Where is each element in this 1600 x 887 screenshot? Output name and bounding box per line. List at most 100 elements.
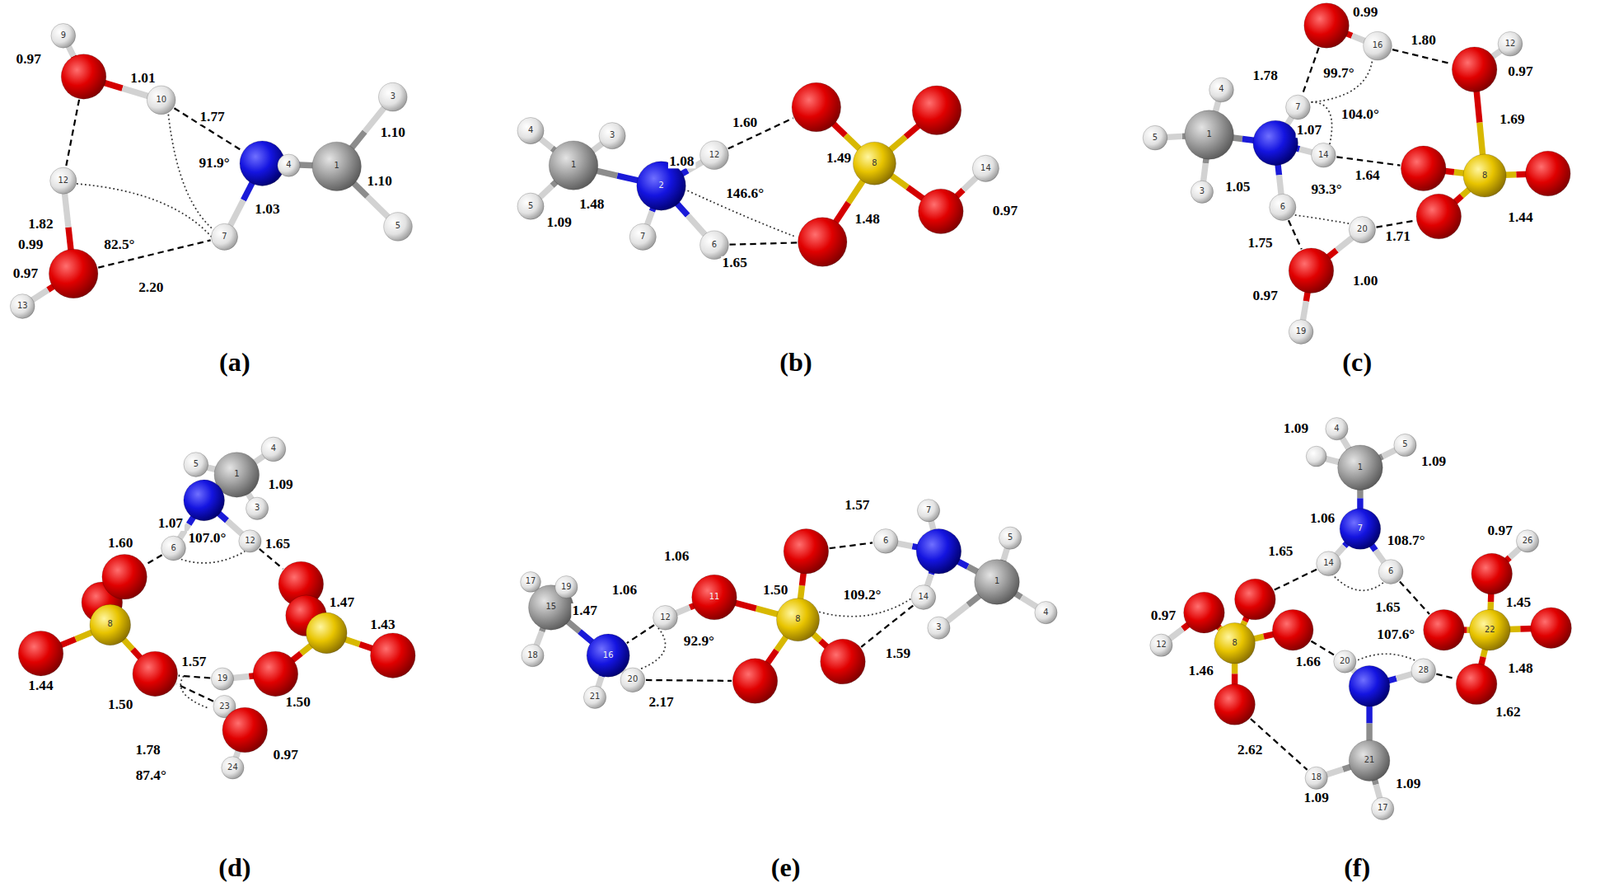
atom	[918, 188, 964, 234]
bond-length-label: 1.07	[1295, 123, 1324, 138]
atom-number: 5	[395, 222, 401, 231]
bond-length-label: 1.77	[198, 110, 226, 125]
atom	[820, 638, 866, 684]
atom-number: 8	[871, 159, 877, 168]
atom-number: 19	[1295, 327, 1307, 337]
atom	[50, 167, 77, 194]
hydrogen-bond	[645, 678, 732, 682]
atom	[1288, 247, 1334, 293]
panel-label: (c)	[1342, 349, 1372, 376]
atom	[972, 154, 999, 182]
bond-length-label: 1.47	[570, 603, 599, 618]
atom	[102, 554, 147, 599]
atom	[9, 294, 35, 319]
bond-length-label: 91.9°	[197, 155, 231, 170]
bond-length-label: 1.09	[545, 215, 573, 230]
atom	[1530, 607, 1572, 649]
atom-number: 21	[589, 692, 601, 702]
atom	[245, 496, 268, 520]
atom-number: 4	[528, 126, 534, 136]
atom-number: 12	[709, 150, 721, 160]
atom	[48, 248, 98, 298]
angle-arc	[640, 627, 666, 670]
atom	[583, 685, 606, 708]
atom	[1463, 154, 1507, 197]
atom	[791, 82, 841, 131]
bond-length-label: 1.05	[1224, 179, 1252, 194]
atom	[1378, 559, 1404, 585]
atom-number: 4	[1333, 424, 1339, 433]
atom-number: 18	[527, 650, 539, 660]
bond-length-label: 1.08	[668, 154, 696, 169]
bond-length-label: 1.57	[180, 654, 208, 669]
atom-number: 4	[285, 161, 291, 170]
atom	[1348, 216, 1376, 244]
atom	[1288, 319, 1314, 345]
atom-number: 1	[1206, 130, 1212, 140]
atom-number: 4	[271, 444, 277, 454]
atom	[261, 436, 286, 462]
atom-number: 16	[603, 650, 614, 660]
atom	[916, 499, 940, 522]
atom-number: 7	[640, 232, 646, 241]
hydrogen-bond	[173, 107, 243, 151]
atom	[653, 604, 679, 630]
atom	[383, 212, 413, 242]
bond-length-label: 1.49	[825, 150, 853, 165]
atom-number: 12	[1155, 640, 1167, 650]
atom	[548, 140, 598, 190]
bond-length-label: 1.03	[253, 201, 281, 216]
atom	[1269, 193, 1296, 220]
atom-number: 6	[170, 543, 176, 553]
atom	[873, 528, 899, 554]
atom	[238, 529, 262, 553]
atom-number: 8	[1231, 638, 1237, 647]
atom-number: 6	[711, 240, 717, 249]
atom	[911, 584, 936, 610]
hydrogen-bond	[145, 554, 163, 565]
atom	[776, 598, 820, 641]
bond-length-label: 107.6°	[1375, 627, 1416, 642]
atom	[1497, 31, 1523, 57]
atom	[60, 54, 106, 99]
bond-length-label: 87.4°	[134, 768, 168, 783]
bond-length-label: 1.50	[762, 582, 790, 597]
atom	[1190, 180, 1213, 203]
atom-number: 3	[609, 131, 615, 141]
bond-length-label: 1.09	[1302, 790, 1330, 805]
atom-number: 8	[107, 620, 113, 629]
bond-length-label: 1.71	[1384, 229, 1412, 244]
atom-number: 4	[1218, 85, 1224, 94]
atom-number: 1	[994, 577, 1000, 586]
hydrogen-bond	[1336, 156, 1400, 165]
atom-number: 5	[1007, 533, 1013, 543]
atom-number: 13	[17, 302, 29, 311]
atom-number: 1	[1357, 463, 1363, 472]
bond-length-label: 1.44	[27, 678, 55, 693]
atom	[629, 223, 656, 250]
atom-number: 3	[254, 504, 260, 513]
atom-number: 19	[217, 674, 229, 684]
bond-length-label: 1.48	[853, 212, 881, 227]
atom	[1310, 142, 1336, 168]
bond-length-label: 0.99	[1352, 4, 1380, 19]
hydrogen-bond	[1310, 640, 1334, 655]
atom-number: 15	[545, 603, 557, 612]
atom	[1471, 552, 1513, 595]
atom	[517, 192, 544, 220]
atom	[1455, 663, 1498, 705]
atom	[1515, 529, 1539, 553]
atom	[692, 574, 737, 619]
atom-number: 3	[390, 93, 396, 102]
bond-length-label: 0.97	[991, 204, 1020, 219]
bond-length-label: 108.7°	[1385, 533, 1426, 548]
bond-length-label: 1.06	[663, 548, 691, 563]
bond-length-label: 2.20	[137, 280, 165, 295]
atom	[517, 116, 544, 144]
atom-number: 9	[60, 31, 66, 40]
atom	[1348, 665, 1390, 707]
panel-label: (b)	[779, 349, 812, 376]
hydrogen-bond	[860, 605, 913, 647]
hydrogen-bond	[729, 242, 798, 244]
atom	[783, 528, 829, 574]
